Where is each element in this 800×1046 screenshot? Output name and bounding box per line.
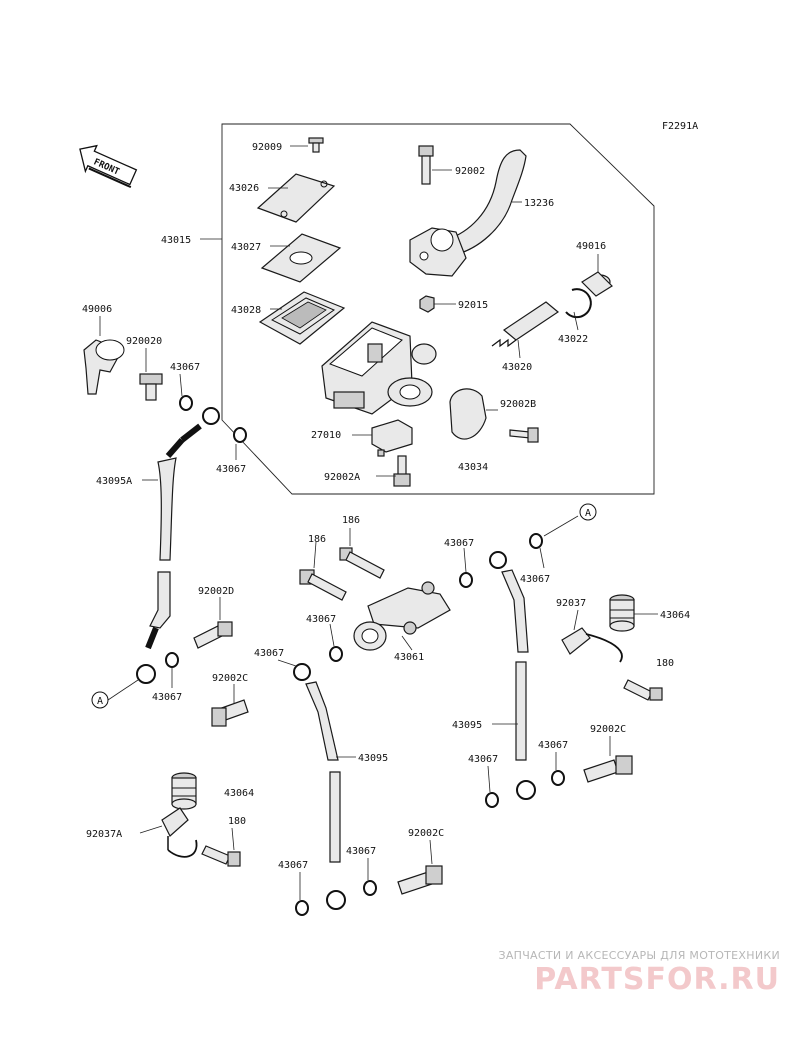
label-43095A: 43095A: [96, 476, 132, 487]
label-92009: 92009: [252, 142, 282, 153]
switch-27010: [371, 419, 413, 457]
label-186-b: 186: [308, 534, 326, 545]
bolt-186-upper: [339, 547, 385, 579]
label-43067-f: 43067: [254, 648, 284, 659]
label-920020: 920020: [126, 336, 162, 347]
circlip-43022: [565, 288, 592, 319]
washer-43067-a: [179, 395, 193, 411]
label-92002: 92002: [455, 166, 485, 177]
label-43026: 43026: [229, 183, 259, 194]
label-92002C-b: 92002C: [590, 724, 626, 735]
label-27010: 27010: [311, 430, 341, 441]
brake-hose-43095A: [136, 407, 220, 684]
label-180-a: 180: [656, 658, 674, 669]
holder-43034: [449, 388, 487, 440]
washer-43067-h: [529, 533, 543, 549]
label-186-a: 186: [342, 515, 360, 526]
label-43028: 43028: [231, 305, 261, 316]
cap-49006: [83, 339, 125, 395]
bolt-92002C-c: [397, 865, 443, 895]
label-92002A: 92002A: [324, 472, 360, 483]
grommet-43064-right: [609, 594, 635, 632]
bolt-180-left: [201, 845, 241, 867]
screw-92009: [308, 137, 324, 153]
bolt-92002C-a: [211, 699, 249, 727]
dust-boot-49016: [581, 271, 613, 297]
label-43020: 43020: [502, 362, 532, 373]
clamp-92037A: [161, 807, 198, 858]
label-92015: 92015: [458, 300, 488, 311]
label-43022: 43022: [558, 334, 588, 345]
piston-kit-43020: [491, 301, 560, 348]
pivot-bolt-92002: [418, 145, 434, 185]
label-49006: 49006: [82, 304, 112, 315]
front-arrow-icon: FRONT: [79, 144, 138, 189]
grommet-43064-left: [171, 772, 197, 810]
label-92002B: 92002B: [500, 399, 536, 410]
brake-hose-43095-center: [293, 663, 346, 910]
label-43067-d: 43067: [444, 538, 474, 549]
label-43067-a: 43067: [170, 362, 200, 373]
label-43015: 43015: [161, 235, 191, 246]
nut-92015: [419, 295, 435, 313]
label-43067-c: 43067: [152, 692, 182, 703]
label-180-b: 180: [228, 816, 246, 827]
label-92037A: 92037A: [86, 829, 122, 840]
label-92002D: 92002D: [198, 586, 234, 597]
washer-43067-g: [363, 880, 377, 896]
watermark-brand: PARTSFOR.RU: [534, 962, 780, 997]
bolt-92002D: [193, 621, 233, 649]
label-43095-b: 43095: [452, 720, 482, 731]
label-92002C-a: 92002C: [212, 673, 248, 684]
label-43067-b: 43067: [216, 464, 246, 475]
label-43067-g: 43067: [520, 574, 550, 585]
label-13236: 13236: [524, 198, 554, 209]
bolt-180-right: [623, 679, 663, 701]
label-43067-k: 43067: [346, 846, 376, 857]
bolt-186-lower: [299, 569, 347, 601]
label-43095-a: 43095: [358, 753, 388, 764]
label-43067-h: 43067: [538, 740, 568, 751]
washer-43067-j: [551, 770, 565, 786]
master-cylinder-body: [321, 321, 437, 415]
label-43067-j: 43067: [278, 860, 308, 871]
brake-hose-43095-right: [489, 551, 536, 800]
washer-43067-d: [459, 572, 473, 588]
label-92037: 92037: [556, 598, 586, 609]
washer-43067-e: [329, 646, 343, 662]
label-43027: 43027: [231, 242, 261, 253]
label-43061: 43061: [394, 652, 424, 663]
washer-43067-c: [165, 652, 179, 668]
bolt-92002C-b: [583, 755, 633, 783]
label-43064-a: 43064: [660, 610, 690, 621]
assembly-boundary: [221, 123, 655, 495]
bolt-92002A: [393, 455, 411, 487]
label-43067-e: 43067: [306, 614, 336, 625]
diagram-code: F2291A: [662, 121, 698, 132]
label-43034: 43034: [458, 462, 488, 473]
callout-a-right-label: A: [585, 508, 591, 519]
washer-43067-i: [485, 792, 499, 808]
bolt-92002B: [509, 427, 539, 443]
joint-43061: [353, 581, 451, 651]
callout-a-left-label: A: [97, 696, 103, 707]
washer-43067-f: [295, 900, 309, 916]
callout-a-right: [579, 503, 597, 521]
label-92002C-c: 92002C: [408, 828, 444, 839]
bolt-920020: [139, 373, 163, 401]
label-43064-b: 43064: [224, 788, 254, 799]
clamp-92037: [561, 627, 623, 663]
washer-43067-b: [233, 427, 247, 443]
label-43067-i: 43067: [468, 754, 498, 765]
watermark-subtitle: ЗАПЧАСТИ И АКСЕССУАРЫ ДЛЯ МОТОТЕХНИКИ: [498, 949, 780, 962]
label-49016: 49016: [576, 241, 606, 252]
